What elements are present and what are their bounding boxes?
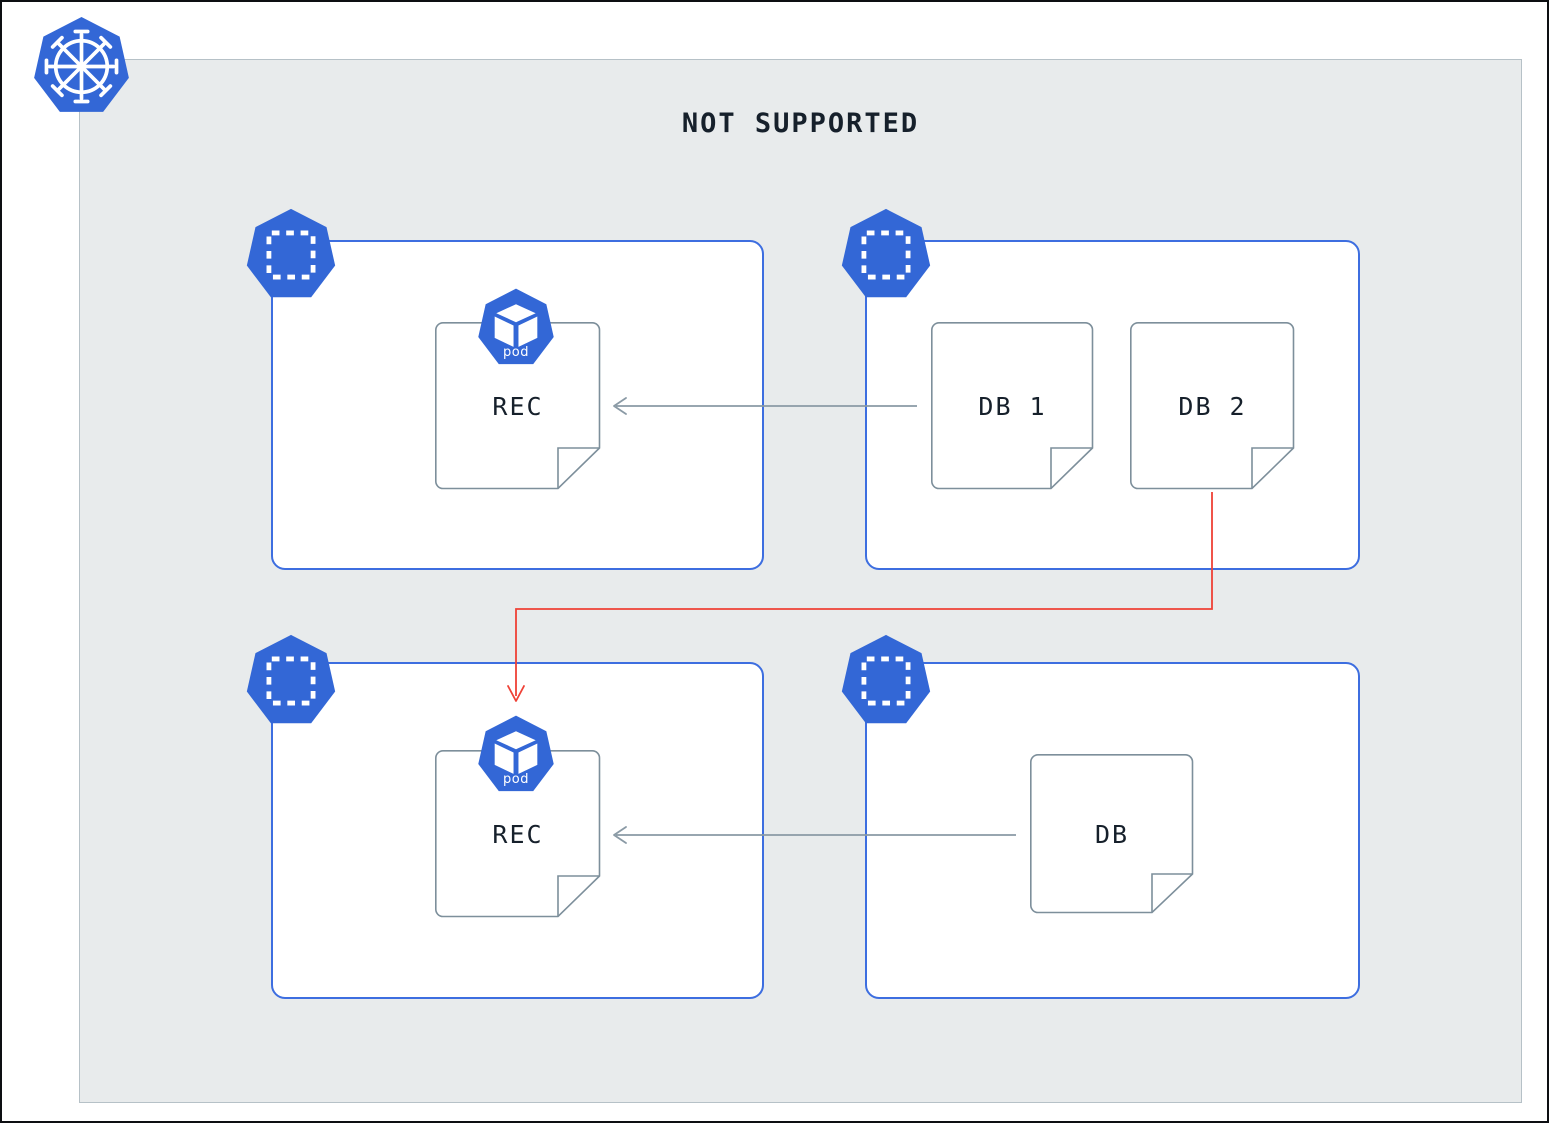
pod-badge-label: pod [503, 772, 529, 787]
pod-cube-icon: pod [475, 287, 557, 369]
namespace-dashed-square-icon [243, 633, 339, 729]
database-document-db1[interactable]: DB 1 [931, 321, 1094, 490]
kubernetes-wheel-icon [30, 15, 133, 118]
pod-badge-label: pod [503, 345, 529, 360]
namespace-dashed-square-icon [243, 207, 339, 303]
database-document-db2[interactable]: DB 2 [1130, 321, 1295, 490]
database-document-db[interactable]: DB [1030, 753, 1194, 914]
page-title: NOT SUPPORTED [681, 108, 920, 139]
namespace-dashed-square-icon [838, 633, 934, 729]
namespace-dashed-square-icon [838, 207, 934, 303]
pod-cube-icon: pod [475, 714, 557, 796]
